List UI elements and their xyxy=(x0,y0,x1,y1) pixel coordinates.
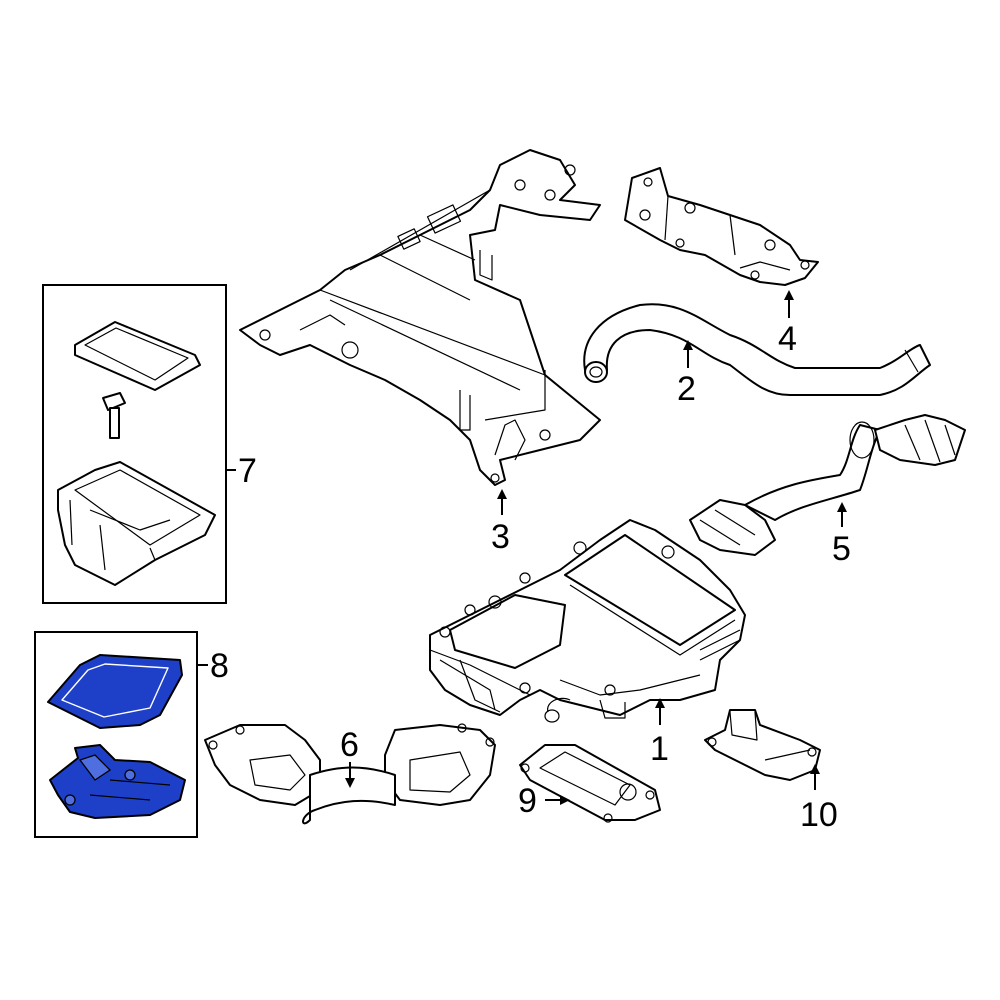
part-10-bracket[interactable] xyxy=(704,709,821,781)
part-7-bolt xyxy=(102,392,126,439)
part-9-cover[interactable] xyxy=(519,744,661,823)
callout-6: 6 xyxy=(340,726,359,764)
callout-7: 7 xyxy=(238,452,257,490)
part-3-crossmember[interactable] xyxy=(239,149,601,486)
part-8-gasket-highlighted[interactable] xyxy=(47,654,183,729)
callout-5: 5 xyxy=(832,530,851,568)
part-5-harness[interactable] xyxy=(689,414,966,556)
group-7-box xyxy=(42,284,227,604)
leader-lines xyxy=(197,290,847,805)
part-7-gasket xyxy=(74,321,201,391)
callout-2: 2 xyxy=(677,370,696,408)
part-4-bracket[interactable] xyxy=(624,167,819,286)
callout-1: 1 xyxy=(650,730,669,768)
part-1-module[interactable] xyxy=(429,519,746,723)
callout-10: 10 xyxy=(800,796,838,834)
part-2-hose[interactable] xyxy=(583,303,931,396)
group-8-box xyxy=(34,631,198,838)
callout-labels: 1 2 3 4 5 6 7 8 9 10 xyxy=(210,320,851,834)
callout-8: 8 xyxy=(210,647,229,685)
part-6-hv-cable[interactable] xyxy=(204,723,496,825)
callout-3: 3 xyxy=(491,518,510,556)
callout-9: 9 xyxy=(518,782,537,820)
part-8-valve-body-highlighted[interactable] xyxy=(49,744,186,819)
part-7-housing xyxy=(57,461,216,586)
callout-4: 4 xyxy=(778,320,797,358)
